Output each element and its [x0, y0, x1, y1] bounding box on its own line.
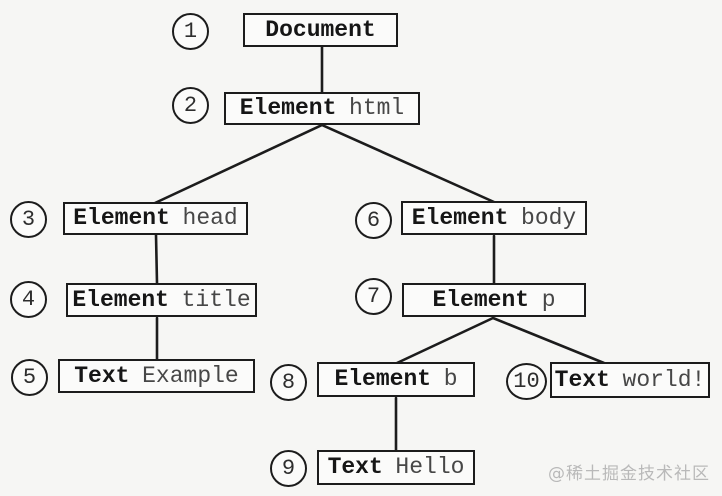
- node-box-text-hello: Text Hello: [317, 450, 475, 485]
- node-value-label: html: [349, 95, 405, 121]
- node-number: 6: [366, 208, 381, 233]
- node-box-text-example: Text Example: [58, 359, 255, 393]
- edge-head-title: [154, 233, 159, 285]
- node-box-element-p: Element p: [402, 283, 586, 317]
- node-type-label: Element: [72, 286, 169, 313]
- node-number-circle-5: 5: [11, 359, 48, 396]
- node-number-circle-1: 1: [172, 13, 209, 50]
- node-number: 5: [22, 365, 37, 390]
- node-box-element-body: Element body: [401, 201, 587, 235]
- node-type-label: Element: [411, 204, 509, 231]
- node-box-element-b: Element b: [317, 362, 475, 397]
- node-box-text-world: Text world!: [550, 362, 710, 398]
- node-value-label: head: [182, 205, 238, 231]
- node-value-label: body: [521, 204, 577, 231]
- node-type-label: Document: [265, 16, 376, 43]
- node-number-circle-7: 7: [355, 278, 392, 315]
- node-number-circle-3: 3: [10, 201, 47, 238]
- node-box-element-head: Element head: [63, 202, 248, 235]
- node-type-label: Element: [239, 95, 337, 121]
- edge-html-head: [153, 123, 324, 205]
- node-value-label: p: [541, 286, 556, 313]
- node-value-label: title: [181, 286, 251, 313]
- node-number: 4: [21, 287, 36, 312]
- node-number-circle-8: 8: [270, 364, 307, 401]
- node-number: 2: [183, 93, 198, 118]
- edge-html-body: [320, 123, 496, 204]
- node-value-label: Example: [142, 362, 239, 389]
- node-number: 10: [513, 369, 540, 394]
- node-number: 8: [281, 370, 296, 395]
- node-number: 7: [366, 284, 381, 309]
- node-box-element-title: Element title: [66, 283, 257, 317]
- node-number: 3: [21, 207, 36, 232]
- node-type-label: Element: [334, 366, 432, 392]
- node-type-label: Text: [327, 454, 383, 480]
- node-number: 9: [281, 456, 296, 481]
- node-type-label: Text: [74, 362, 130, 389]
- node-box-element-html: Element html: [224, 92, 420, 125]
- node-number: 1: [183, 19, 198, 44]
- node-box-document: Document: [243, 13, 398, 47]
- watermark-text: @稀土掘金技术社区: [548, 464, 710, 484]
- node-type-label: Element: [432, 286, 530, 313]
- node-number-circle-10: 10: [506, 363, 547, 400]
- node-value-label: Hello: [395, 454, 465, 480]
- node-type-label: Text: [554, 366, 610, 393]
- node-number-circle-4: 4: [10, 281, 47, 318]
- node-number-circle-2: 2: [172, 87, 209, 124]
- node-value-label: world!: [622, 366, 706, 393]
- node-value-label: b: [443, 366, 458, 392]
- edge-p-b: [395, 316, 495, 365]
- edge-p-world: [491, 316, 606, 365]
- node-type-label: Element: [73, 205, 170, 231]
- node-number-circle-6: 6: [355, 202, 392, 239]
- node-number-circle-9: 9: [270, 450, 307, 487]
